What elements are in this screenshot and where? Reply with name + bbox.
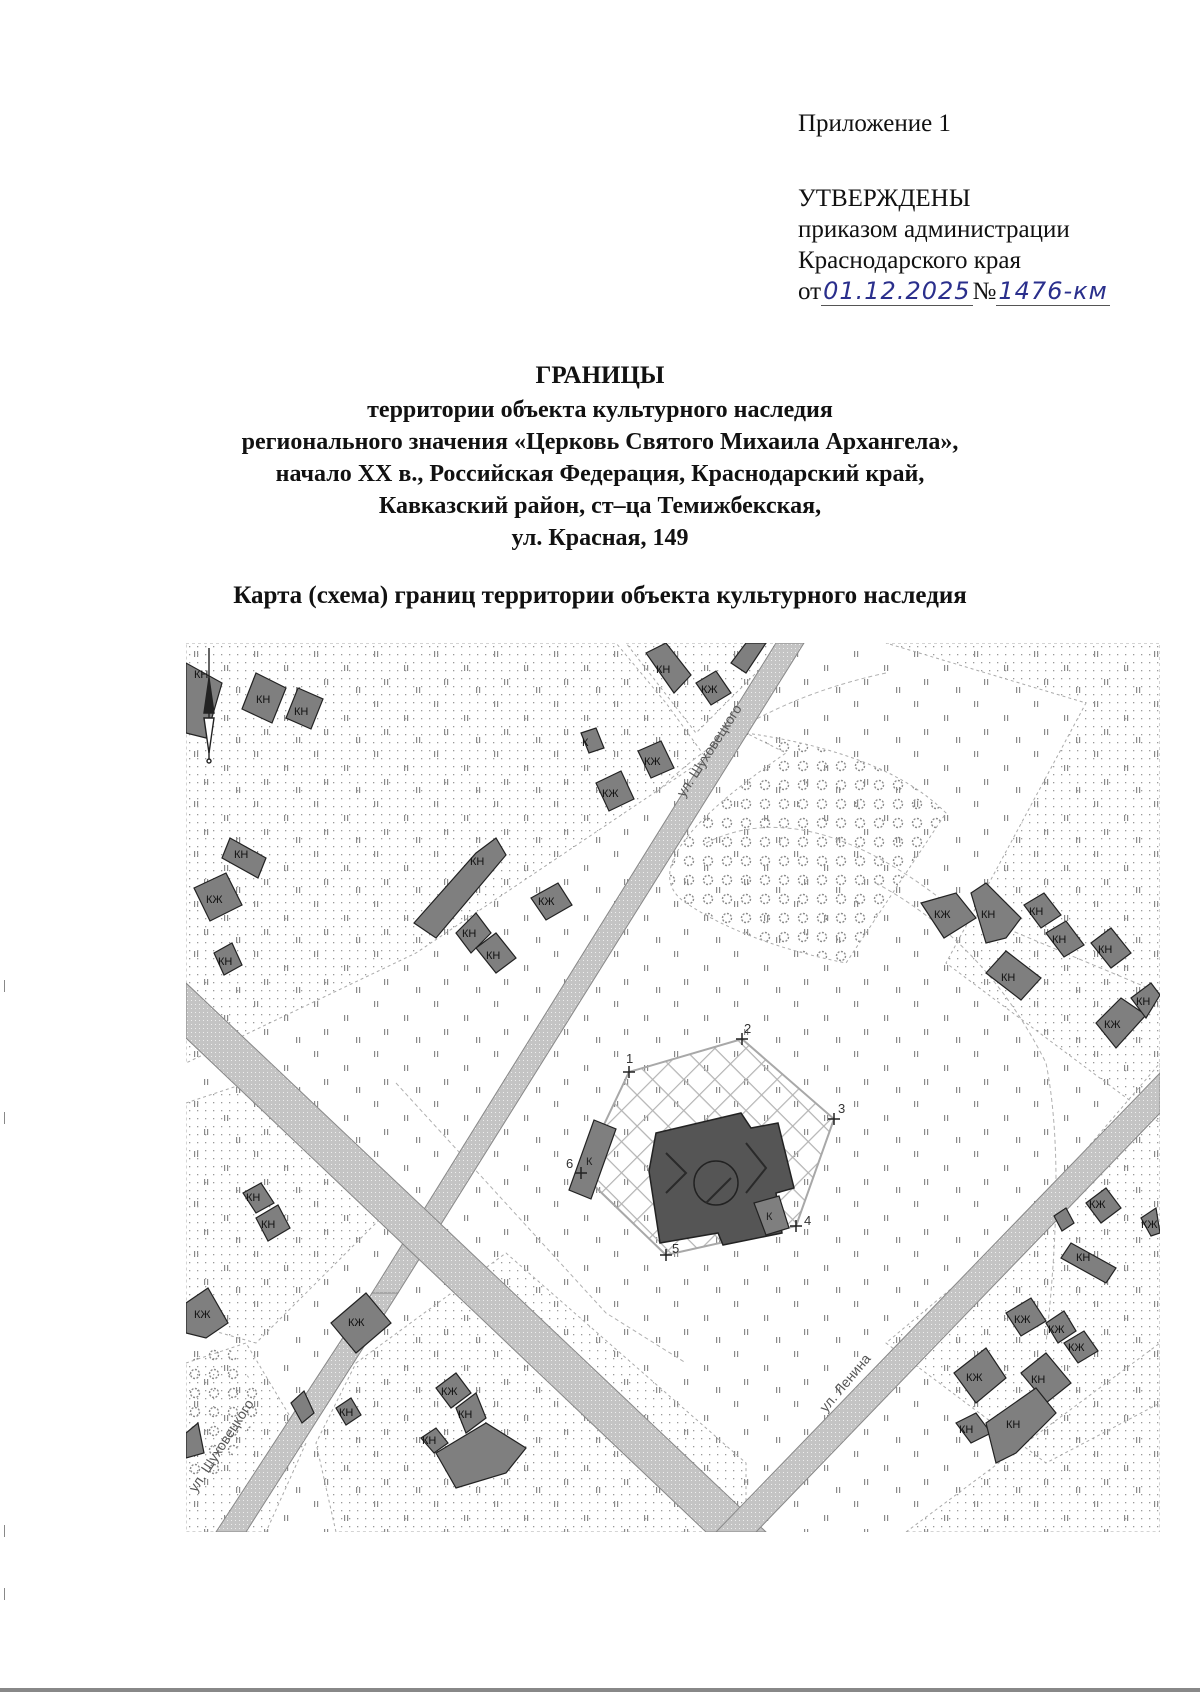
svg-text:КН: КН [1098,944,1112,956]
svg-text:КН: КН [1001,972,1015,984]
svg-text:КН: КН [462,928,476,940]
approval-stamp: Приложение 1 УТВЕРЖДЕНЫ приказом админис… [798,108,1110,307]
svg-text:КЖ: КЖ [441,1386,458,1398]
svg-text:КН: КН [194,669,208,681]
svg-text:КЖ: КЖ [1068,1342,1085,1354]
title-main: ГРАНИЦЫ [535,362,665,389]
document-title: ГРАНИЦЫ территории объекта культурного н… [0,360,1200,554]
svg-text:КЖ: КЖ [1014,1314,1031,1326]
svg-text:КЖ: КЖ [966,1372,983,1384]
order-date-number: от01.12.2025№1476-км [798,277,1110,306]
title-line-5: ул. Красная, 149 [511,525,689,551]
svg-text:КН: КН [246,1192,260,1204]
scan-mark [4,1588,5,1600]
svg-text:1: 1 [626,1051,633,1066]
scan-mark [4,1112,5,1124]
svg-text:КН: КН [234,849,248,861]
svg-text:КН: КН [294,706,308,718]
svg-text:КН: КН [256,694,270,706]
svg-text:КЖ: КЖ [206,894,223,906]
svg-text:К: К [766,1211,773,1223]
svg-text:КЖ: КЖ [644,756,661,768]
svg-text:КЖ: КЖ [701,684,718,696]
svg-text:КЖ: КЖ [348,1317,365,1329]
authority-label: Краснодарского края [798,247,1021,274]
road-west [186,982,767,1532]
scan-mark [4,980,5,992]
svg-text:6: 6 [566,1156,573,1171]
svg-text:КЖ: КЖ [1141,1219,1158,1231]
svg-text:3: 3 [838,1101,845,1116]
svg-text:КН: КН [422,1435,436,1447]
svg-text:КН: КН [1052,934,1066,946]
title-line-4: Кавказский район, ст–ца Темижбекская, [378,493,822,519]
north-arrow-icon [203,648,215,764]
tree-zone [669,732,947,964]
svg-text:КН: КН [1029,906,1043,918]
svg-text:КН: КН [1031,1374,1045,1386]
svg-text:КН: КН [1006,1419,1020,1431]
svg-text:КН: КН [1076,1252,1090,1264]
svg-text:КН: КН [218,956,232,968]
svg-text:КЖ: КЖ [1089,1199,1106,1211]
svg-text:КН: КН [339,1407,353,1419]
svg-text:КЖ: КЖ [602,788,619,800]
svg-text:4: 4 [804,1213,811,1228]
title-line-1: территории объекта культурного наследия [367,397,833,423]
title-line-3: начало XX в., Российская Федерация, Крас… [275,461,925,487]
svg-text:КН: КН [486,950,500,962]
appendix-label: Приложение 1 [798,110,951,137]
svg-text:КН: КН [959,1424,973,1436]
scan-edge [0,1688,1200,1692]
svg-text:КЖ: КЖ [1048,1324,1065,1336]
boundary-map: ул. Шуховецкого ул. Ленина ул. Шуховецко… [186,643,1160,1532]
road-south-east [715,1072,1160,1532]
heritage-territory-boundary: К К 1 2 3 4 5 6 [566,1021,845,1261]
order-label: приказом администрации [798,216,1070,243]
svg-text:К: К [586,1156,593,1168]
svg-text:КН: КН [981,909,995,921]
order-number: 1476-км [996,277,1110,306]
title-line-2: регионального значения «Церковь Святого … [241,429,959,455]
svg-text:КН: КН [656,664,670,676]
svg-text:КН: КН [1136,996,1150,1008]
buildings: КН КН КН КН КЖ КН КН КЖ К КЖ КЖ КН КН КН… [186,643,1160,1489]
svg-text:КЖ: КЖ [934,909,951,921]
approved-label: УТВЕРЖДЕНЫ [798,185,971,212]
svg-text:КН: КН [261,1219,275,1231]
svg-text:КЖ: КЖ [194,1309,211,1321]
svg-text:КЖ: КЖ [538,896,555,908]
svg-text:К: К [582,737,589,749]
svg-text:КН: КН [458,1409,472,1421]
scan-mark [4,1525,5,1537]
svg-text:5: 5 [672,1241,679,1256]
svg-text:КН: КН [470,856,484,868]
svg-text:КЖ: КЖ [1104,1019,1121,1031]
svg-text:2: 2 [744,1021,751,1036]
order-date: 01.12.2025 [821,277,973,306]
map-caption: Карта (схема) границ территории объекта … [233,582,967,609]
